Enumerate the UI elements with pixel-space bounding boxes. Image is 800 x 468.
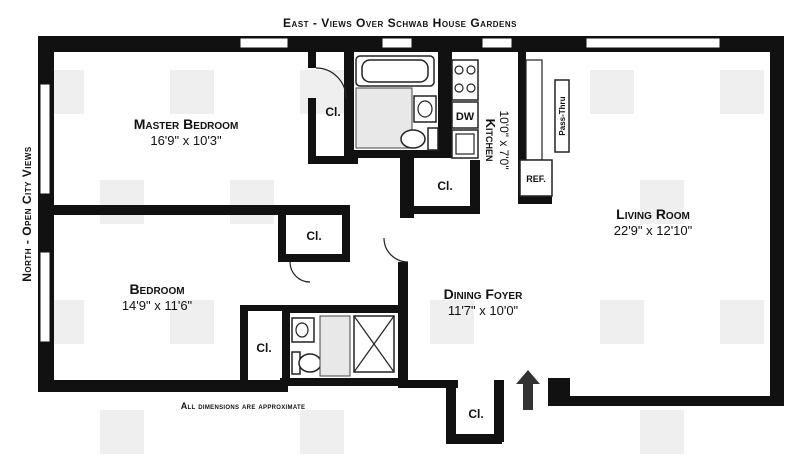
north-compass-label: North - Open City Views bbox=[20, 146, 34, 282]
pass-thru-label: Pass-Thru bbox=[558, 96, 567, 135]
master-bedroom-dims: 16'9" x 10'3" bbox=[150, 133, 222, 148]
east-compass-label: East - Views Over Schwab House Gardens bbox=[283, 16, 517, 30]
dining-foyer-dims: 11'7" x 10'0" bbox=[448, 303, 519, 318]
closet-label-bedroom: Cl. bbox=[306, 229, 321, 243]
interior-walls bbox=[54, 52, 556, 406]
bedroom-name: Bedroom bbox=[129, 281, 184, 297]
master-bath-fixtures bbox=[355, 55, 439, 151]
closet-label-hall: Cl. bbox=[437, 179, 452, 193]
living-room-dims: 22'9" x 12'10" bbox=[614, 223, 693, 238]
closet-label-entry: Cl. bbox=[468, 407, 483, 421]
kitchen-name: Kitchen bbox=[483, 119, 498, 162]
dishwasher-label: DW bbox=[456, 111, 475, 123]
closet-label-master: Cl. bbox=[325, 105, 340, 119]
dining-foyer-name: Dining Foyer bbox=[444, 286, 523, 302]
kitchen-fixtures bbox=[451, 59, 570, 197]
kitchen-dims: 10'0" x 7'0" bbox=[497, 110, 511, 169]
bedroom-dims: 14'9" x 11'6" bbox=[122, 298, 193, 313]
refrigerator-label: REF. bbox=[526, 174, 546, 184]
dimensions-footnote: All dimensions are approximate bbox=[181, 401, 306, 411]
closet-label-bath: Cl. bbox=[256, 341, 271, 355]
master-bedroom-name: Master Bedroom bbox=[134, 116, 239, 132]
windows bbox=[39, 37, 721, 343]
living-room-name: Living Room bbox=[616, 206, 690, 222]
entrance-arrow-icon bbox=[516, 370, 540, 410]
second-bath-fixtures bbox=[291, 315, 395, 377]
door-swings bbox=[289, 67, 409, 283]
